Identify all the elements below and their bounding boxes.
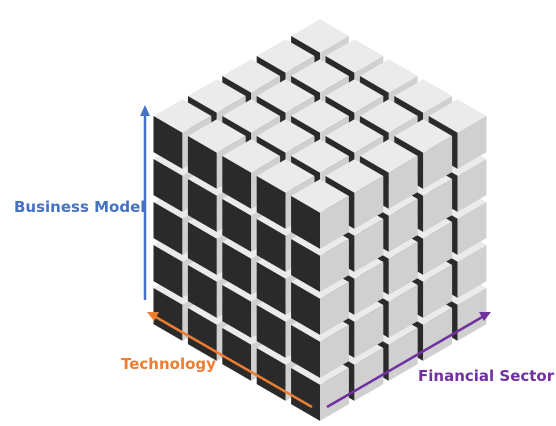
axis-arrows	[140, 105, 491, 409]
cube-left-face	[222, 156, 252, 209]
cube-right-face	[388, 285, 418, 338]
cube-top-face	[256, 119, 315, 153]
cube-left-face	[291, 196, 320, 249]
technology-label: Technology	[121, 355, 216, 373]
cube-left-face	[153, 245, 183, 298]
cube-right-face	[320, 282, 349, 335]
cube-top-face	[222, 139, 281, 173]
cube-top-face	[291, 139, 349, 173]
cube-right-face	[388, 199, 418, 252]
cube-top-face	[291, 99, 349, 133]
cube-left-face	[256, 176, 286, 229]
cube-left-face	[291, 325, 320, 378]
cube-right-face	[423, 136, 453, 189]
cube-top-face	[325, 79, 384, 113]
cube-left-face	[222, 285, 252, 338]
cube-top-face	[256, 39, 315, 73]
cube-left-face	[256, 219, 286, 272]
cube-right-face	[354, 262, 384, 315]
financial-sector-arrow	[326, 314, 485, 409]
cube-right-face	[320, 325, 349, 378]
cube-right-face	[320, 196, 349, 249]
cube-right-face	[320, 239, 349, 292]
cube-left-face	[153, 202, 183, 255]
cube	[325, 159, 384, 229]
business-model-arrowhead	[140, 105, 150, 116]
cube-left-face	[291, 368, 320, 421]
cube-left-face	[256, 305, 286, 358]
technology-arrowhead	[147, 312, 159, 321]
cube-top-face	[325, 159, 384, 193]
cube-right-face	[388, 242, 418, 295]
cube-top-face	[291, 19, 349, 53]
cube-left-face	[222, 242, 252, 295]
cube-top-face	[359, 139, 418, 173]
cube-left-face	[256, 262, 286, 315]
financial-sector-label: Financial Sector	[418, 367, 555, 385]
cube-top-face	[428, 99, 487, 133]
financial-sector-arrowhead	[479, 312, 491, 321]
cube-right-face	[423, 265, 453, 318]
cube-left-face	[187, 136, 217, 189]
cube-top-face	[187, 119, 246, 153]
cube-right-face	[457, 159, 487, 212]
cube-top-face	[291, 59, 349, 93]
cube-top-face	[256, 79, 315, 113]
cube-right-face	[388, 156, 418, 209]
cube	[291, 265, 349, 335]
cube-top-face	[325, 39, 384, 73]
cube-right-face	[354, 219, 384, 272]
cube-right-face	[457, 116, 487, 169]
business-model-label: Business Model	[14, 198, 146, 216]
cube-left-face	[187, 265, 217, 318]
cube-left-face	[291, 239, 320, 292]
cube-left-face	[187, 179, 217, 232]
cube-right-face	[320, 368, 349, 421]
cube-right-face	[354, 305, 384, 358]
cube-grid	[153, 19, 487, 421]
cube-left-face	[187, 222, 217, 275]
cube	[291, 179, 349, 249]
cube-left-face	[291, 282, 320, 335]
cube-right-face	[457, 202, 487, 255]
cube-left-face	[153, 159, 183, 212]
cube-right-face	[423, 222, 453, 275]
cube-right-face	[423, 179, 453, 232]
technology-arrow	[153, 314, 313, 409]
cube-top-face	[394, 119, 453, 153]
cube-right-face	[457, 245, 487, 298]
cube-top-face	[256, 159, 315, 193]
cube-top-face	[291, 179, 349, 213]
cube-right-face	[354, 176, 384, 229]
cube-top-face	[325, 119, 384, 153]
cube-left-face	[153, 116, 183, 169]
cube-left-face	[222, 199, 252, 252]
